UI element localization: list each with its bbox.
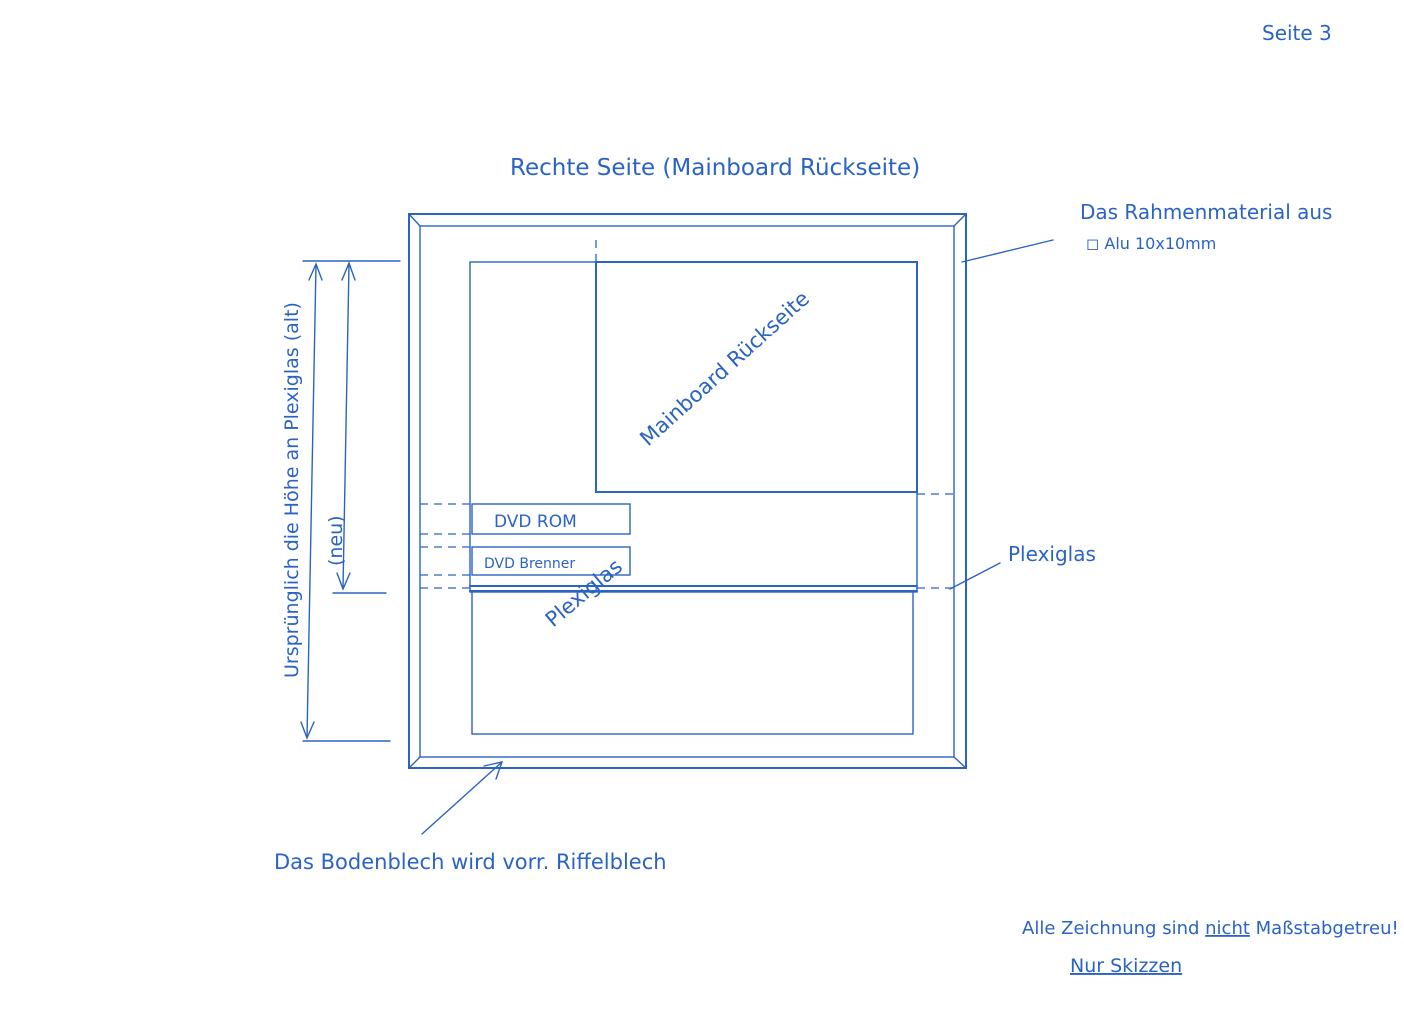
scale-note-line2: Nur Skizzen [1070, 955, 1182, 977]
height-new-arrow-bottom [336, 572, 351, 591]
height-old-dimension-line [306, 264, 317, 738]
scale-note-line1: Alle Zeichnung sind nicht Maßstabgetreu! [1022, 918, 1399, 939]
page-number: Seite 3 [1262, 21, 1332, 45]
lower-compartment [471, 590, 914, 735]
frame-material-label-2: ◻ Alu 10x10mm [1086, 234, 1216, 253]
frame-material-leader [961, 239, 1054, 263]
scale-note-part-a: Alle Zeichnung sind [1022, 918, 1205, 939]
plexiglas-side-label: Plexiglas [1008, 542, 1096, 566]
height-new-arrow-top [341, 261, 356, 281]
mainboard-area [595, 261, 918, 493]
floor-note-leader [421, 761, 503, 835]
frame-corner-bl [408, 756, 421, 769]
frame-corner-br [953, 756, 967, 769]
height-new-label: (neu) [325, 515, 347, 566]
height-old-label: Ursprünglich die Höhe an Plexiglas (alt) [281, 302, 303, 678]
inner-frame [419, 225, 955, 758]
frame-material-label-1: Das Rahmenmaterial aus [1080, 200, 1332, 224]
frame-corner-tl [408, 213, 421, 227]
outer-frame [408, 213, 967, 769]
plexiglas-side-leader [949, 562, 1001, 590]
diagram-title: Rechte Seite (Mainboard Rückseite) [510, 155, 920, 181]
dvd-rom-drive [471, 503, 631, 535]
scale-note-part-b: nicht [1205, 918, 1250, 939]
frame-corner-tr [953, 213, 967, 227]
height-old-arrow-top [308, 262, 323, 281]
dvd-burner-drive [471, 546, 631, 576]
dvd-rom-label: DVD ROM [494, 512, 577, 532]
floor-note-arrowhead [483, 761, 504, 780]
scale-note-part-c: Maßstabgetreu! [1250, 918, 1399, 939]
upper-compartment [469, 261, 918, 593]
mainboard-label: Mainboard Rückseite [635, 286, 814, 450]
height-new-dimension-line [342, 263, 350, 589]
floor-note-label: Das Bodenblech wird vorr. Riffelblech [274, 850, 667, 874]
height-old-arrow-bottom [300, 721, 315, 740]
dvd-burner-label: DVD Brenner [484, 556, 575, 572]
